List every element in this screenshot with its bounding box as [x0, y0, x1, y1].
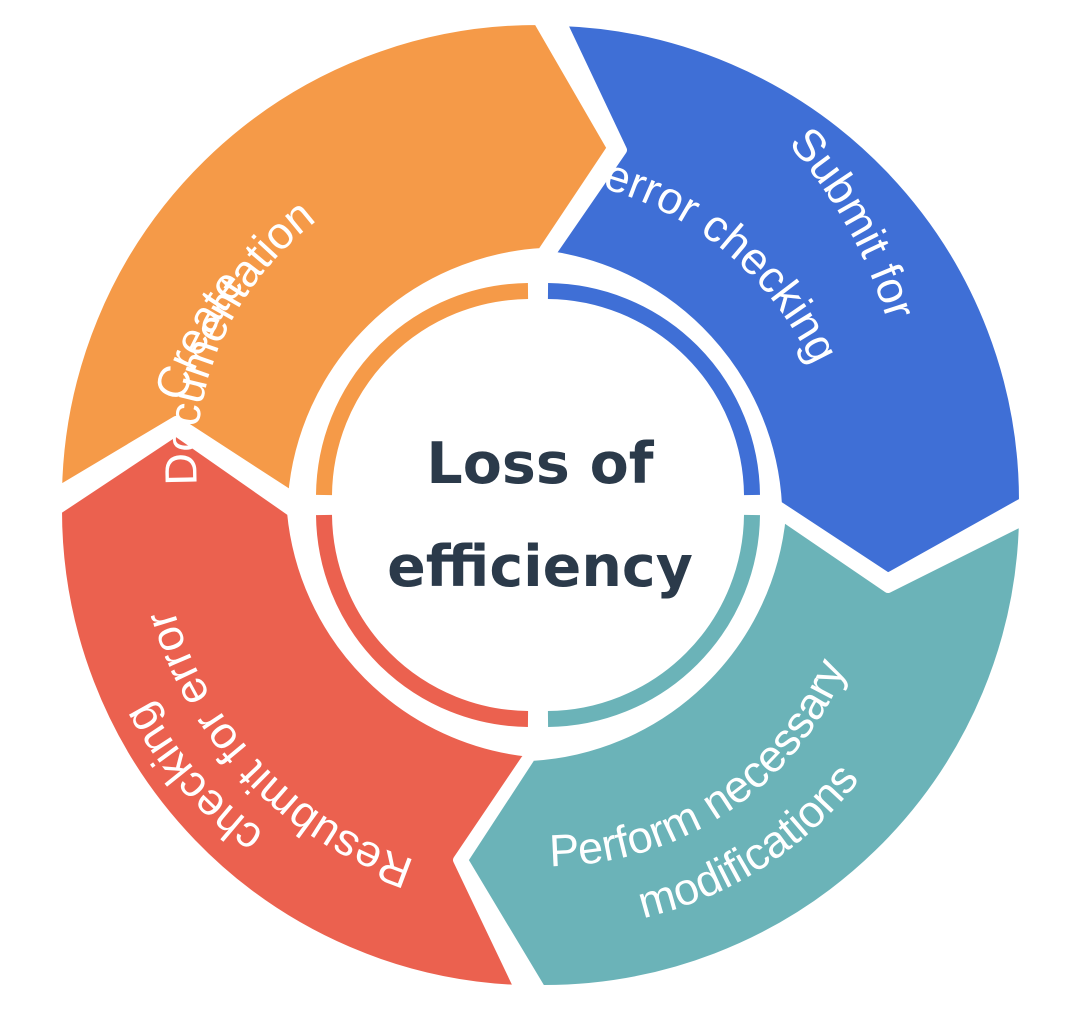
segment-submit-for-error-checking	[544, 16, 1030, 583]
inner-arc-blue	[547, 283, 760, 496]
segment-resubmit-for-error-checking	[52, 426, 536, 995]
inner-arc-teal	[547, 514, 760, 727]
inner-arc-orange	[316, 283, 529, 496]
inner-arc-red	[316, 514, 529, 727]
segment-perform-necessary-modifications	[458, 510, 1029, 996]
center-title-line2: efficiency	[387, 534, 693, 600]
center-title-line1: Loss of	[426, 431, 654, 497]
segment-create-documentation	[52, 14, 617, 502]
